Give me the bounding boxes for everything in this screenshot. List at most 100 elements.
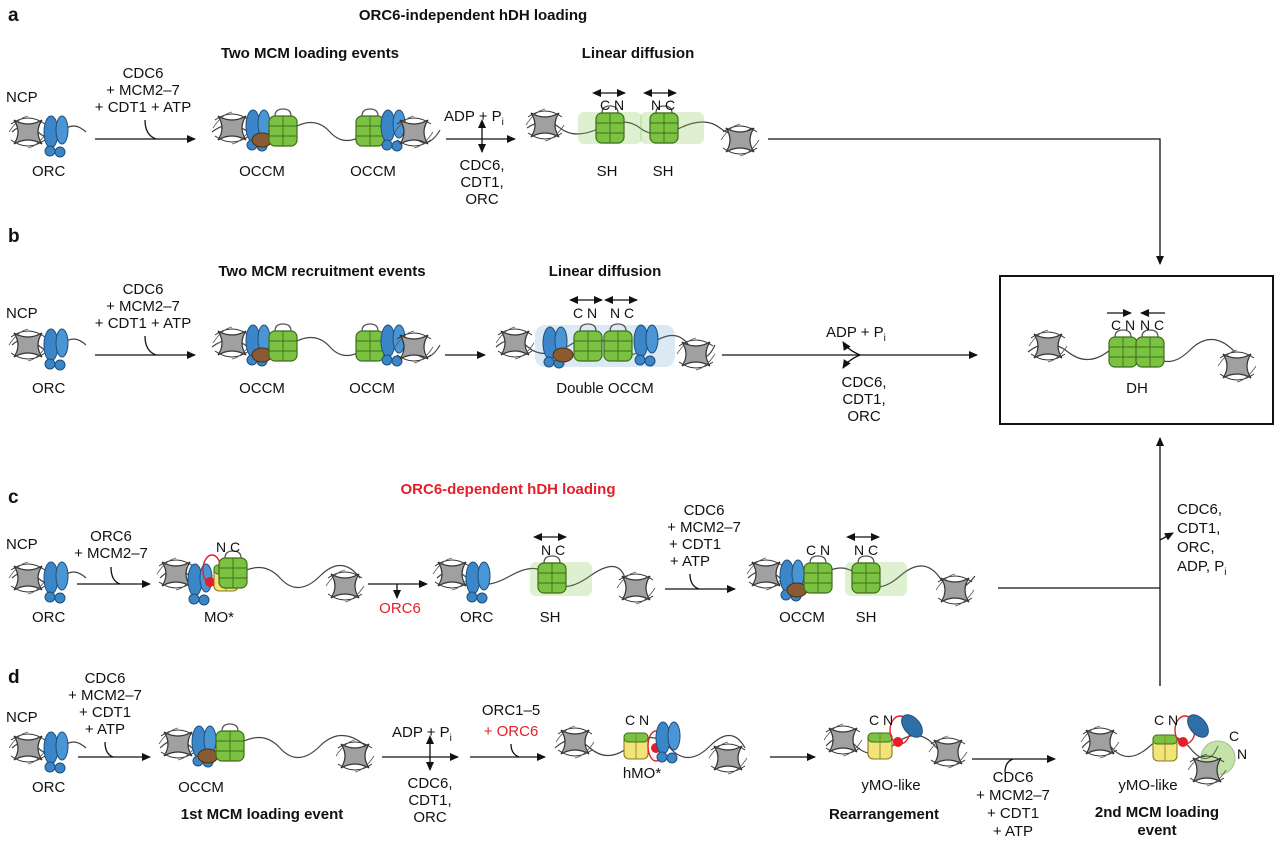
panel-c-sh2-mcm: [851, 555, 881, 594]
panel-b-orc: [43, 328, 69, 371]
panel-a-sh1-cn: C N: [600, 97, 624, 113]
panel-a-reagent-3: + CDT1 + ATP: [95, 99, 191, 116]
panel-d-ymo2-c: C: [1229, 728, 1239, 744]
panel-c-mo-label: MO*: [204, 609, 234, 626]
panel-c-occm-label: OCCM: [779, 609, 825, 626]
panel-d-dna-hmo: [554, 734, 746, 759]
panel-a-occm2-mcm: [355, 108, 385, 147]
panel-d-orc: [43, 731, 69, 774]
panel-a-orc: [43, 115, 69, 158]
panel-b-reagent-3: + CDT1 + ATP: [95, 315, 191, 332]
panel-c-reagent2-1: CDC6: [684, 502, 725, 519]
panel-a-occm1-label: OCCM: [239, 163, 285, 180]
panel-b-double-label: Double OCCM: [556, 380, 654, 397]
panel-c-sh-label: SH: [540, 609, 561, 626]
panel-d-ymo1-label: yMO-like: [861, 777, 920, 794]
panel-c-reagent2-3: + CDT1: [669, 536, 721, 553]
panel-d-ymo2-mcm-yellow: [1152, 734, 1178, 762]
panel-c-occm-mcm: [803, 555, 833, 594]
panel-d-ymo2-cn: C N: [1154, 712, 1178, 728]
panel-b-nc: N C: [610, 305, 634, 321]
panel-d-orc-label: ORC: [32, 779, 66, 796]
dh-mcm-left: [1108, 329, 1138, 368]
panel-b-occm2-label: OCCM: [349, 380, 395, 397]
panel-d-reagent-1: CDC6: [85, 670, 126, 687]
panel-d-adp-sub: i: [450, 733, 452, 744]
panel-b-ncp-label: NCP: [6, 305, 38, 322]
panel-d-reagent2-3: + CDT1: [987, 805, 1039, 822]
panel-d-ymo1-mcm-yellow: [867, 732, 893, 760]
panel-c-release-3: ORC,: [1177, 539, 1215, 556]
panel-d-letter: d: [8, 667, 20, 688]
panel-d-step2-line1: 2nd MCM loading: [1095, 804, 1219, 821]
panel-d-ymo2-nucleosome-left: [1080, 725, 1120, 759]
panel-c-orc-label: ORC: [32, 609, 66, 626]
panel-a-ncp-label: NCP: [6, 89, 38, 106]
panel-d-release-2: CDT1,: [408, 792, 451, 809]
panel-b-stage2-title: Linear diffusion: [549, 263, 662, 280]
dh-mcm-right: [1135, 329, 1165, 368]
panel-c-sh2-nucleosome-right: [935, 573, 975, 607]
panel-c-reagent2-4: + ATP: [670, 553, 710, 570]
panel-d-hmo-label: hMO*: [623, 765, 662, 782]
panel-d-hmo-cn: C N: [625, 712, 649, 728]
panel-b-adp-text: ADP + P: [826, 324, 884, 341]
panel-d-rearr: Rearrangement: [829, 806, 939, 823]
panel-d-occm-mcm: [215, 723, 245, 762]
panel-d-adp: ADP + Pi: [392, 724, 452, 744]
panel-c-orc2-label: ORC: [460, 609, 494, 626]
panel-a-reagent-2: + MCM2–7: [106, 82, 180, 99]
panel-d-release-1: CDC6,: [407, 775, 452, 792]
panel-d-reagent-hook: [104, 741, 114, 758]
panel-a: a ORC6-independent hDH loading Two MCM l…: [6, 5, 1164, 265]
panel-d-adp-text: ADP + P: [392, 724, 450, 741]
panel-d-ymo2-n: N: [1237, 746, 1247, 762]
panel-a-reagent-hook: [144, 119, 157, 140]
panel-b-release-2: CDT1,: [842, 391, 885, 408]
panel-a-letter: a: [8, 5, 19, 26]
panel-c-mo-mcm: [218, 550, 248, 589]
panel-c-release-sub: i: [1224, 567, 1226, 578]
panel-a-release-1: CDC6,: [459, 157, 504, 174]
panel-d-reagent2-4: + ATP: [993, 823, 1033, 840]
panel-d-ncp-label: NCP: [6, 709, 38, 726]
panel-c-reagent2-hook: [689, 573, 700, 590]
panel-d-ymo1-nucleosome-right: [928, 735, 968, 769]
panel-c-sh-nucleosome-left: [432, 557, 472, 591]
panel-b-reagent-2: + MCM2–7: [106, 298, 180, 315]
panel-b-reagent-hook: [144, 335, 157, 356]
panel-b-adp: ADP + Pi: [826, 324, 886, 344]
panel-c-sh-nucleosome-right: [616, 571, 656, 605]
panel-a-orc-label: ORC: [32, 163, 66, 180]
panel-d-occm-cdt1: [197, 748, 219, 764]
panel-c-sh2-nc: N C: [854, 542, 878, 558]
panel-b-adp-branch: [842, 341, 861, 356]
panel-c-release-branch: [1159, 532, 1174, 541]
panel-a-sh1-label: SH: [597, 163, 618, 180]
panel-c-nucleosome: [8, 561, 48, 595]
panel-a-sh2-label: SH: [653, 163, 674, 180]
panel-a-adp: ADP + Pi: [444, 108, 504, 128]
panel-b-stage1-title: Two MCM recruitment events: [218, 263, 425, 280]
panel-c-release-1: CDC6,: [1177, 501, 1222, 518]
panel-a-release-3: ORC: [465, 191, 499, 208]
panel-c-release-4: ADP, Pi: [1177, 558, 1226, 578]
panel-d-reagent2-2: + MCM2–7: [976, 787, 1050, 804]
panel-c-release-2: CDT1,: [1177, 520, 1220, 537]
panel-c-release-4-text: ADP, P: [1177, 558, 1224, 575]
panel-c-sh-orc: [465, 561, 491, 604]
panel-d-plus-orc6: + ORC6: [484, 723, 539, 740]
panel-b-occm2-orc: [380, 324, 406, 367]
panel-d-ymo1-nucleosome-left: [823, 723, 863, 757]
panel-c-orc: [43, 561, 69, 604]
panel-d-reagent2-1: CDC6: [993, 769, 1034, 786]
panel-c-mo-orc6: [205, 577, 215, 587]
panel-b-letter: b: [8, 226, 20, 247]
panel-d-nucleosome: [8, 731, 48, 765]
panel-d: d NCP ORC CDC6 + MCM2–7 + CDT1 + ATP OCC…: [6, 667, 1247, 840]
panel-d-release-3: ORC: [413, 809, 447, 826]
panel-d-occm-nucleosome-right: [335, 739, 375, 773]
panel-b-adp-sub: i: [884, 333, 886, 344]
dh-box: [999, 275, 1274, 425]
